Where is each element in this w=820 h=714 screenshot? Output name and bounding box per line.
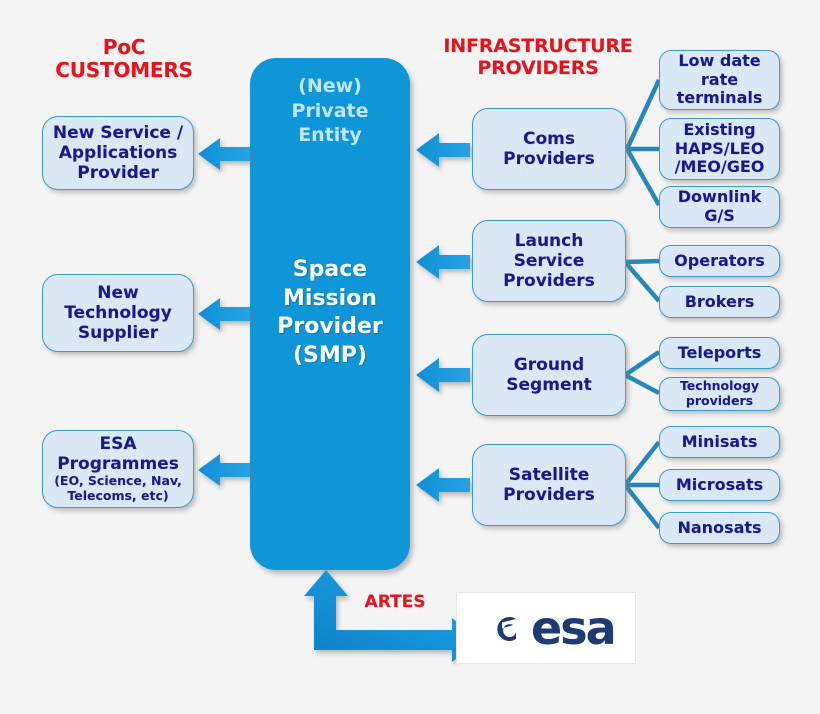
section-title-infrastructure: INFRASTRUCTURE PROVIDERS [443,35,633,79]
subprovider-label: Existing HAPS/LEO /MEO/GEO [674,119,765,177]
subprovider-label: Low date rate terminals [676,50,763,108]
arrow-from-ground-segment [416,358,470,392]
subprovider-box-teleports[interactable]: Teleports [659,337,780,369]
provider-box-coms-providers[interactable]: Coms Providers [472,108,626,190]
provider-label: Ground Segment [506,354,592,395]
subprovider-label: Operators [674,250,765,270]
subprovider-label: Downlink G/S [677,187,762,225]
arrow-to-new-service-provider [198,138,250,170]
subprovider-box-brokers[interactable]: Brokers [659,286,780,318]
subprovider-box-operators[interactable]: Operators [659,245,780,277]
provider-box-ground-segment[interactable]: Ground Segment [472,334,626,416]
space-mission-provider-panel[interactable]: (New) Private Entity Space Mission Provi… [250,58,410,570]
provider-label: Coms Providers [503,128,595,169]
esa-logo: esa [456,592,636,664]
smp-title-label: Space Mission Provider (SMP) [277,257,383,368]
subprovider-box-technology-providers[interactable]: Technology providers [659,377,780,411]
subprovider-label: Microsats [675,474,764,494]
customer-label: ESA Programmes [57,434,179,475]
arrow-from-launch-service-providers [416,245,470,279]
customer-label: New Technology Supplier [64,282,172,344]
arrow-to-new-technology-supplier [198,298,250,330]
provider-label: Satellite Providers [503,464,595,505]
artes-label: ARTES [364,592,426,612]
subprovider-box-microsats[interactable]: Microsats [659,469,780,501]
esa-globe-icon [471,601,516,655]
customer-sublabel: (EO, Science, Nav, Telecoms, etc) [54,473,182,504]
subprovider-label: Brokers [684,291,755,311]
arrow-to-esa-programmes [198,454,250,486]
subprovider-box-minisats[interactable]: Minisats [659,426,780,458]
customer-label: New Service / Applications Provider [52,122,184,184]
subprovider-box-downlink-gs[interactable]: Downlink G/S [659,186,780,228]
customer-box-esa-programmes[interactable]: ESA Programmes (EO, Science, Nav, Teleco… [42,430,194,508]
section-title-customers: PoC CUSTOMERS [55,35,193,82]
subprovider-label: Minisats [681,431,758,451]
subprovider-box-nanosats[interactable]: Nanosats [659,512,780,544]
arrow-from-coms-providers [416,133,470,167]
subprovider-box-existing-haps-leo-meo-geo[interactable]: Existing HAPS/LEO /MEO/GEO [659,118,780,180]
arrow-from-satellite-providers [416,468,470,502]
provider-box-launch-service-providers[interactable]: Launch Service Providers [472,220,626,302]
private-entity-label: (New) Private Entity [291,75,369,147]
subprovider-box-low-date-rate-terminals[interactable]: Low date rate terminals [659,50,780,110]
provider-box-satellite-providers[interactable]: Satellite Providers [472,444,626,526]
provider-label: Launch Service Providers [503,230,595,292]
artes-elbow-arrow [304,570,482,662]
customer-box-new-technology-supplier[interactable]: New Technology Supplier [42,274,194,352]
esa-wordmark: esa [531,601,617,655]
customer-box-new-service-applications-provider[interactable]: New Service / Applications Provider [42,116,194,190]
subprovider-label: Nanosats [677,517,762,537]
subprovider-label: Teleports [677,342,762,362]
subprovider-label: Technology providers [679,378,760,408]
